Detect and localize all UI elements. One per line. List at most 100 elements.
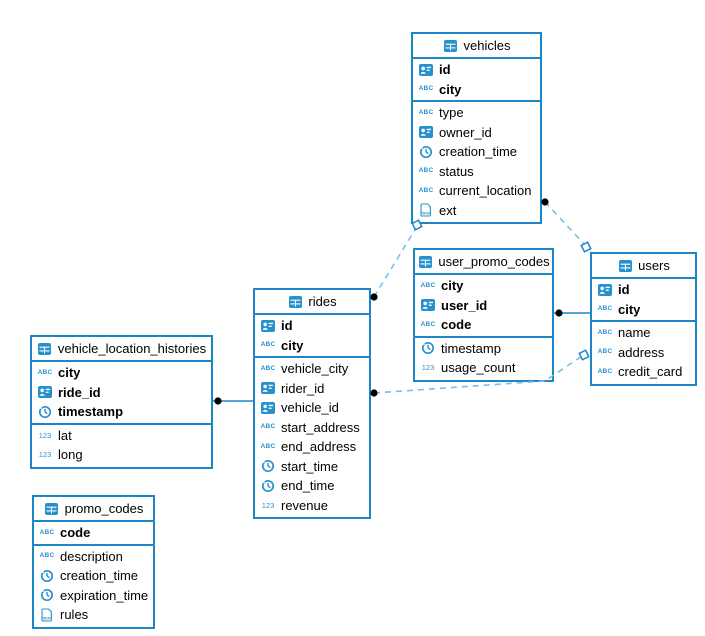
column-name: end_time xyxy=(281,478,335,494)
relation-vehicles-to-users xyxy=(544,201,586,246)
column-row-id[interactable]: id xyxy=(255,316,369,336)
column-name: city xyxy=(281,337,304,353)
table-name: rides xyxy=(308,294,337,309)
column-name: long xyxy=(58,447,83,463)
column-row-user_id[interactable]: user_id xyxy=(415,296,552,316)
column-row-owner_id[interactable]: owner_id xyxy=(413,123,540,143)
abc-text-icon: ABC xyxy=(418,108,434,116)
relation-endpoint-dot xyxy=(370,389,378,397)
table-name: promo_codes xyxy=(64,501,144,516)
id-badge-icon xyxy=(418,63,434,76)
table-icon xyxy=(287,295,303,308)
column-row-ext[interactable]: JSON ext xyxy=(413,201,540,221)
relation-endpoint-dot xyxy=(370,293,378,301)
column-name: vehicle_id xyxy=(281,400,339,416)
column-name: id xyxy=(281,318,293,334)
column-name: creation_time xyxy=(439,144,518,160)
column-name: city xyxy=(58,365,81,381)
json-document-icon: JSON xyxy=(418,203,434,217)
table-header[interactable]: vehicles xyxy=(413,34,540,59)
column-name: city xyxy=(441,278,464,294)
column-name: timestamp xyxy=(58,404,124,420)
key-section-divider xyxy=(415,335,552,338)
column-row-creation_time[interactable]: creation_time xyxy=(413,142,540,162)
column-name: current_location xyxy=(439,183,532,199)
table-header[interactable]: vehicle_location_histories xyxy=(32,337,211,362)
column-name: vehicle_city xyxy=(281,361,349,377)
column-row-end_time[interactable]: end_time xyxy=(255,476,369,496)
123-number-icon: 123 xyxy=(261,500,275,510)
table-name: user_promo_codes xyxy=(438,254,550,269)
abc-text-icon: ABC xyxy=(418,85,434,92)
column-row-city[interactable]: ABC city xyxy=(32,363,211,383)
abc-text-icon: ABC xyxy=(37,368,53,376)
column-name: status xyxy=(439,163,474,179)
svg-text:JSON: JSON xyxy=(42,616,53,620)
abc-text-icon: ABC xyxy=(597,348,613,355)
column-row-timestamp[interactable]: timestamp xyxy=(32,402,211,422)
column-row-rider_id[interactable]: rider_id xyxy=(255,379,369,399)
table-icon xyxy=(443,39,459,52)
table-name: users xyxy=(638,258,670,273)
column-row-code[interactable]: ABC code xyxy=(34,523,153,543)
column-row-id[interactable]: id xyxy=(592,280,695,300)
key-section-divider xyxy=(413,100,540,102)
column-row-ride_id[interactable]: ride_id xyxy=(32,383,211,403)
id-badge-icon xyxy=(420,299,436,312)
table-header[interactable]: user_promo_codes xyxy=(415,250,552,275)
abc-text-icon: ABC xyxy=(39,528,55,536)
id-badge-icon xyxy=(260,319,276,332)
column-row-start_time[interactable]: start_time xyxy=(255,457,369,477)
clock-icon xyxy=(39,588,55,602)
column-row-creation_time[interactable]: creation_time xyxy=(34,566,153,586)
table-icon xyxy=(417,255,433,268)
table-header[interactable]: users xyxy=(592,254,695,279)
column-row-expiration_time[interactable]: expiration_time xyxy=(34,586,153,606)
column-name: ext xyxy=(439,202,457,218)
clock-icon xyxy=(37,405,53,419)
id-badge-icon xyxy=(418,126,434,139)
clock-icon xyxy=(260,479,276,493)
column-row-vehicle_id[interactable]: vehicle_id xyxy=(255,398,369,418)
table-icon xyxy=(44,502,60,515)
column-row-id[interactable]: id xyxy=(413,60,540,80)
column-name: end_address xyxy=(281,439,357,455)
column-row-timestamp[interactable]: timestamp xyxy=(415,339,552,359)
column-name: lat xyxy=(58,427,72,443)
column-name: code xyxy=(60,525,91,541)
abc-text-icon: ABC xyxy=(420,320,436,328)
table-header[interactable]: promo_codes xyxy=(34,497,153,522)
id-badge-icon xyxy=(597,283,613,296)
table-header[interactable]: rides xyxy=(255,290,369,315)
